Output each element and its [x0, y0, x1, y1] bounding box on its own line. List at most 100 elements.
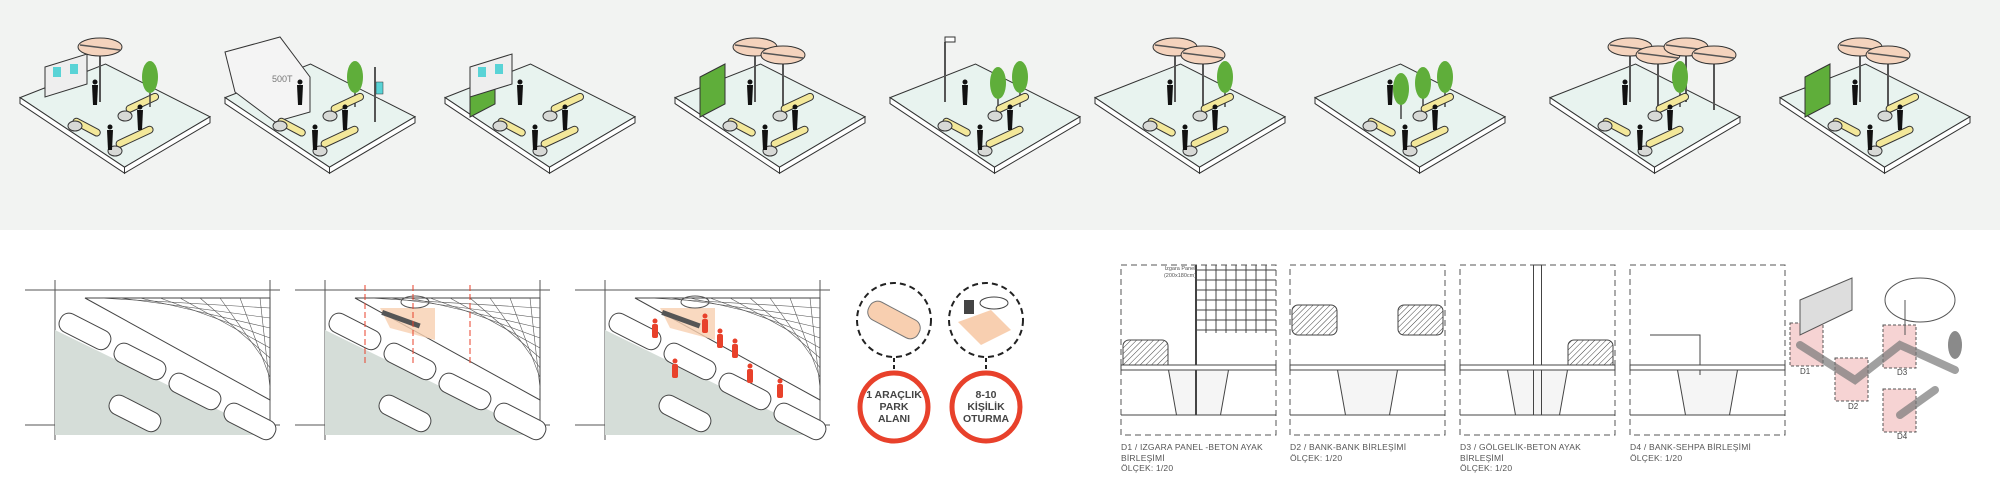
paving-line — [649, 297, 821, 309]
street-sketch-existing — [25, 280, 280, 441]
paving-line — [509, 297, 541, 379]
note-line: (200x180cm) — [1163, 273, 1197, 279]
person-head — [962, 79, 968, 85]
concrete-planter — [1877, 110, 1893, 122]
platform-edge — [994, 115, 1081, 175]
axon-label-d3: D3 — [1897, 368, 1908, 377]
concrete-planter — [272, 120, 288, 132]
callout-seating — [948, 282, 1024, 444]
person-silhouette — [297, 85, 303, 105]
green-wall — [699, 63, 726, 118]
scenario-panel — [1093, 37, 1287, 175]
parked-car — [493, 402, 547, 441]
bench-path — [1796, 340, 1959, 419]
parked-car — [108, 394, 162, 433]
person-silhouette — [562, 110, 568, 130]
detail-box-d3 — [1459, 264, 1616, 436]
bench — [381, 309, 421, 329]
platform-edge — [329, 115, 416, 175]
person-silhouette — [747, 369, 753, 383]
umbrella-outline — [680, 295, 710, 309]
person-head — [1182, 124, 1188, 130]
callout-line: 8-10 — [975, 389, 997, 401]
detail-title: D4 / BANK-SEHPA BİRLEŞİMİ — [1630, 442, 1752, 452]
detail-scale: ÖLÇEK: 1/20 — [1290, 452, 1343, 463]
tree-icon — [1217, 61, 1233, 93]
kiosk-vehicle — [224, 36, 311, 123]
person-head — [517, 79, 523, 85]
callout-line: 1 ARAÇLIK — [866, 389, 922, 401]
paving-line — [139, 297, 271, 329]
bench — [1645, 125, 1684, 148]
axonometric-detail-key — [1789, 277, 1962, 433]
person-head — [1667, 104, 1673, 110]
detail-title: D2 / BANK-BANK BİRLEŞİMİ — [1290, 442, 1407, 452]
person-silhouette — [342, 110, 348, 130]
road — [325, 330, 540, 435]
person-silhouette — [717, 334, 723, 348]
person-silhouette — [652, 324, 658, 338]
dashed-frame — [1120, 264, 1277, 436]
detail-scale: ÖLÇEK: 1/20 — [1630, 452, 1683, 463]
parked-car — [438, 372, 492, 411]
bench-seat — [1289, 364, 1446, 371]
note-line: Izgara Panel — [1164, 266, 1196, 272]
parked-car — [168, 372, 222, 411]
concrete-planter — [987, 110, 1003, 122]
scenario-panel — [1313, 61, 1507, 175]
paving-line — [259, 297, 271, 389]
detail-caption-d3: D3 / GÖLGELİK-BETON AYAK BİRLEŞİMİ ÖLÇEK… — [1460, 442, 1581, 474]
concrete-planter — [1412, 110, 1428, 122]
paving-line — [749, 297, 821, 359]
person-silhouette — [1182, 130, 1188, 150]
panel-icon — [964, 300, 974, 314]
callout-line: ALANI — [877, 413, 911, 425]
person-silhouette — [792, 110, 798, 130]
paving-line — [789, 297, 821, 379]
bench — [330, 92, 365, 113]
bench — [1200, 92, 1235, 113]
paving-line — [809, 297, 821, 389]
detail-box-d1 — [1120, 264, 1277, 436]
person-head — [762, 124, 768, 130]
person-head — [1897, 104, 1903, 110]
person-head — [1867, 124, 1873, 130]
detail-caption-d1: D1 / IZGARA PANEL -BETON AYAK BİRLEŞİMİ … — [1121, 442, 1263, 474]
bench — [1655, 92, 1690, 113]
person-head — [137, 104, 143, 110]
concrete-planter — [1362, 120, 1378, 132]
paving-line — [369, 297, 541, 309]
paving-line — [159, 297, 271, 339]
person-head — [297, 79, 303, 85]
parked-car — [608, 312, 662, 351]
person-silhouette — [1432, 110, 1438, 130]
axon-label-d1: D1 — [1800, 367, 1811, 376]
concrete-foot — [1336, 369, 1399, 416]
person-head — [652, 318, 658, 324]
paving-line — [729, 297, 821, 349]
road — [55, 330, 270, 435]
concrete-planter — [772, 110, 788, 122]
person-silhouette — [962, 85, 968, 105]
detail-title: BİRLEŞİMİ — [1121, 452, 1165, 463]
kiosk-lettering: 500T — [272, 74, 293, 84]
scenario-panel — [443, 53, 637, 175]
person-head — [1007, 104, 1013, 110]
tree-icon — [1415, 67, 1431, 99]
parked-car — [328, 312, 382, 351]
person-head — [1852, 79, 1858, 85]
paving-line — [239, 297, 271, 379]
paving-line — [409, 297, 541, 329]
person-head — [747, 79, 753, 85]
person-head — [1622, 79, 1628, 85]
person-head — [1432, 104, 1438, 110]
person-silhouette — [732, 344, 738, 358]
platform-edge — [1199, 115, 1286, 175]
person-silhouette — [107, 130, 113, 150]
parked-car — [113, 342, 167, 381]
detail-box-d2 — [1289, 264, 1446, 436]
bench — [1420, 92, 1455, 113]
detail-caption-d4: D4 / BANK-SEHPA BİRLEŞİMİ ÖLÇEK: 1/20 — [1630, 442, 1751, 463]
dashed-frame — [1289, 264, 1446, 436]
